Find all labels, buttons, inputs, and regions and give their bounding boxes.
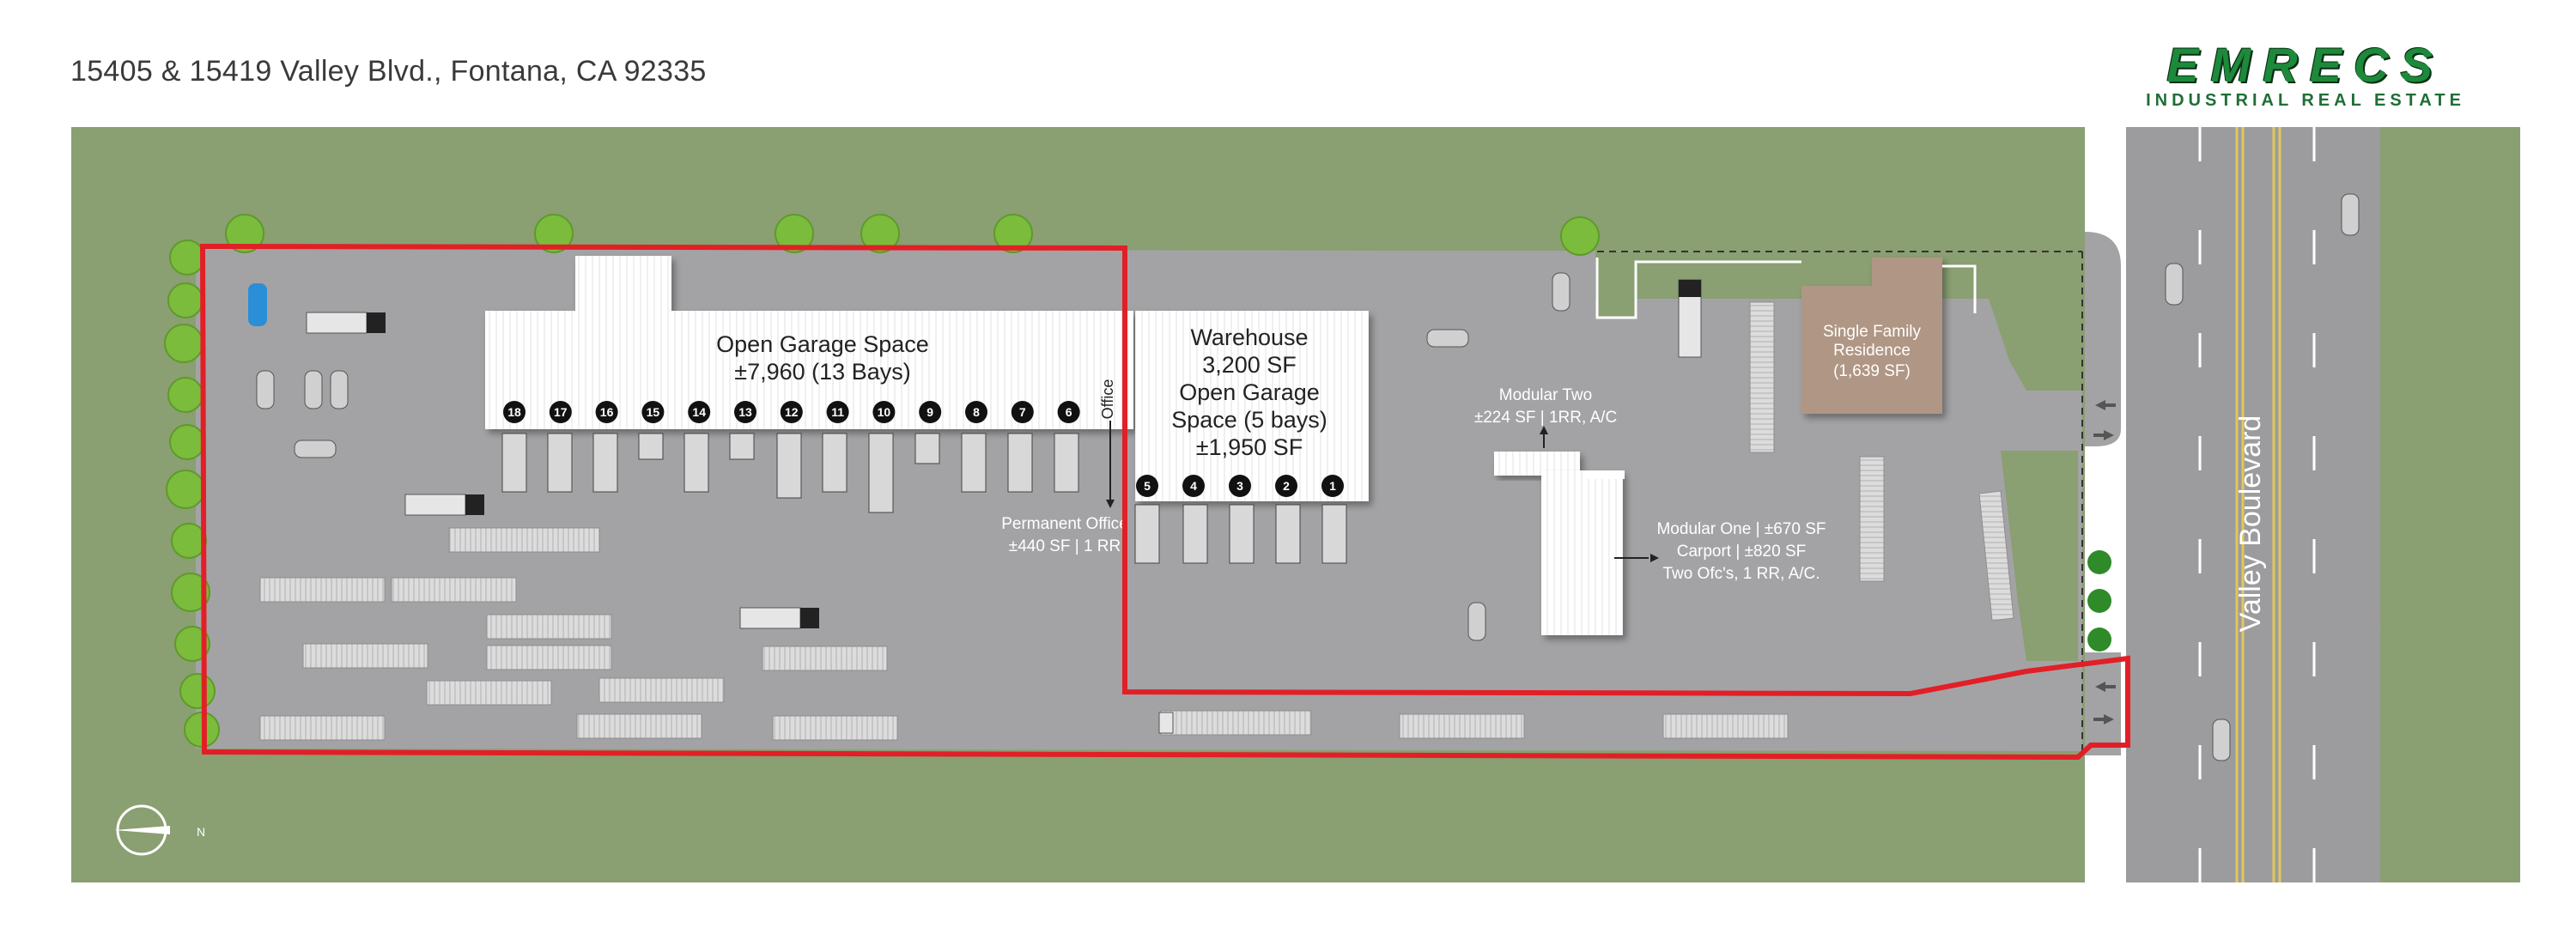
grass-corner [1975,258,2082,391]
modular-one-arrow-head [1650,554,1659,562]
modular-two-label-2: ±224 SF | 1RR, A/C [1474,409,1617,427]
bay-number: 4 [1190,479,1197,493]
bay-badge [780,401,803,423]
bay-badge [965,401,987,423]
bay-badge [1136,475,1158,497]
bay-number: 12 [785,405,799,419]
bay-number: 11 [831,405,844,419]
garage-label-2: ±7,960 (13 Bays) [734,359,910,385]
permanent-office-label-1: Permanent Office [1001,515,1128,533]
open-garage-building [485,256,1133,429]
office-tag: Office [1099,379,1116,420]
modular-one-building [1541,470,1623,635]
parked-cars [248,193,2360,761]
bay-number: 16 [600,405,614,419]
garage-label-1: Open Garage Space [716,331,929,357]
bay-number: 9 [927,405,933,419]
residence-label-3: (1,639 SF) [1833,362,1911,380]
warehouse-label-4: Space (5 bays) [1171,407,1327,433]
grass-lower-right [2001,451,2078,661]
docked-trailers [501,433,1347,564]
modular-one-top [1584,470,1625,479]
bay-badge [1229,475,1251,497]
vertical-trailers [1749,301,2014,622]
bay-number: 10 [878,405,891,419]
residence-fence-east [1942,264,1977,313]
grass-patch [1597,258,1636,318]
garage-bay-badges: 18 17 16 15 14 13 12 11 10 9 8 7 6 [503,401,1080,423]
bay-number: 18 [507,405,521,419]
bay-number: 15 [647,405,660,419]
bay-badge [872,401,896,423]
permanent-office-label-2: ±440 SF | 1 RR [1009,537,1121,555]
bay-number: 13 [738,405,752,419]
bay-badge [1011,401,1034,423]
modular-one-label-2: Carport | ±820 SF [1677,543,1807,561]
office-arrow-head [1106,500,1115,508]
bay-badge [1321,475,1344,497]
warehouse-label-3: Open Garage [1179,379,1320,405]
driveway-south [2085,652,2121,755]
bay-badge [919,401,942,423]
property-boundary [199,243,2130,761]
palm-trees [2087,550,2111,652]
bay-badge [641,401,665,423]
residence-label-2: Residence [1833,342,1911,360]
residence-fence [1595,258,1801,319]
bay-number: 6 [1066,405,1072,419]
modular-two-arrow-head [1540,426,1548,434]
warehouse-building [1135,311,1369,501]
modular-one-label-1: Modular One | ±670 SF [1656,520,1826,538]
emrecs-logo: EMRECS INDUSTRIAL REAL ESTATE [2092,38,2519,111]
single-family-residence [1801,258,1942,414]
property-address: 15405 & 15419 Valley Blvd., Fontana, CA … [70,55,707,88]
driveway-north [2085,232,2121,446]
bay-number: 7 [1019,405,1026,419]
modular-two-label-1: Modular Two [1499,386,1592,404]
bay-badge [1275,475,1297,497]
bay-number: 1 [1329,479,1336,493]
bay-badge [1057,401,1080,423]
tree-row-north [225,214,1600,256]
warehouse-label-2: 3,200 SF [1202,352,1297,378]
logo-subtitle: INDUSTRIAL REAL ESTATE [2146,91,2465,110]
parked-trailers [259,527,1789,741]
tractor-trucks [306,279,1702,734]
bay-number: 17 [554,405,568,419]
residence-label-1: Single Family [1823,323,1922,341]
bay-badge [734,401,756,423]
valley-boulevard-road [2126,127,2380,882]
warehouse-bay-badges: 5 4 3 2 1 [1136,475,1344,497]
warehouse-label-5: ±1,950 SF [1196,434,1303,460]
grass-east [2380,127,2520,882]
compass-label: N [197,825,205,839]
bay-badge [826,401,849,423]
bay-number: 5 [1144,479,1151,493]
bay-badge [1182,475,1205,497]
bay-number: 14 [692,405,706,419]
bay-number: 3 [1236,479,1243,493]
road-label: Valley Boulevard [2234,415,2267,633]
driveway-arrows [2093,400,2116,725]
bay-badge [503,401,526,423]
lane-dashes [2198,127,2316,882]
warehouse-label-1: Warehouse [1190,324,1308,350]
bay-number: 2 [1283,479,1290,493]
logo-brand: EMRECS [2166,38,2445,92]
modular-one-label-3: Two Ofc's, 1 RR, A/C. [1662,565,1820,583]
north-arrow-compass: N [114,804,205,856]
bay-badge [549,401,572,423]
bay-number: 8 [973,405,980,419]
bay-badge [688,401,711,423]
bay-badge [595,401,618,423]
